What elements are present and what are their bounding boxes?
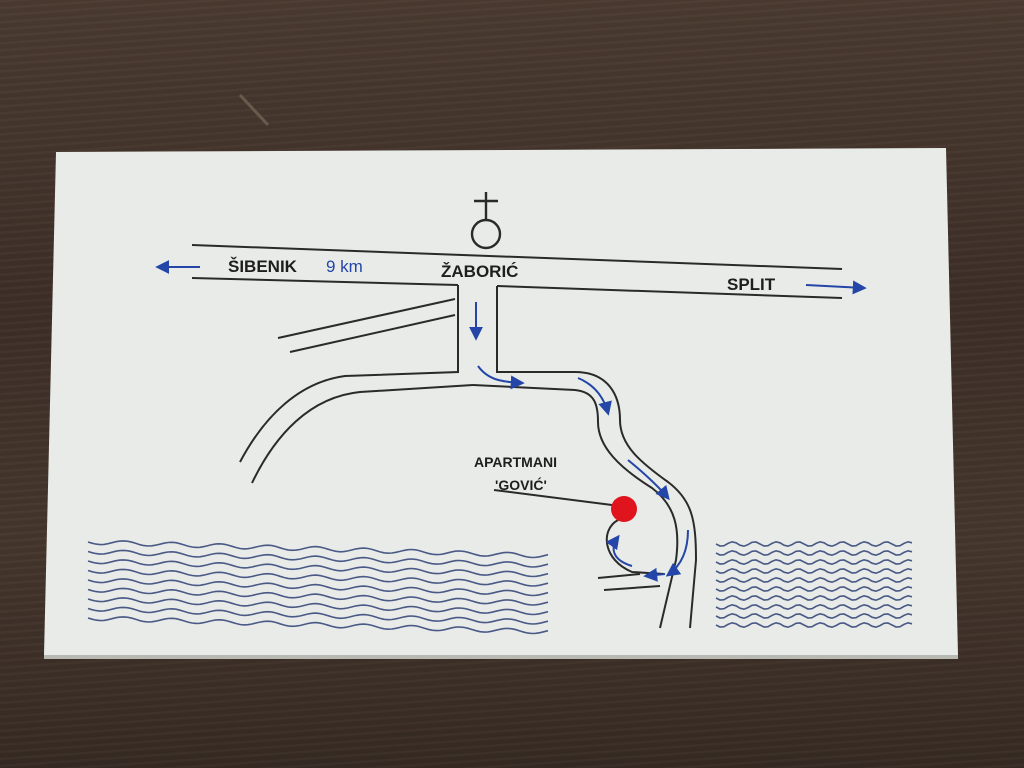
sea-wave-line	[87, 616, 549, 635]
side-road	[277, 298, 456, 353]
card-edge-shadow	[44, 655, 958, 659]
route-arrow	[577, 377, 612, 416]
route-arrow	[627, 459, 670, 501]
sea-wave-line	[715, 549, 913, 557]
route-arrow	[477, 365, 525, 390]
route-arrow	[805, 280, 867, 295]
center-town-label: ŽABORIĆ	[441, 262, 518, 281]
sea-wave-line	[87, 559, 549, 578]
sea-wave-line	[715, 612, 913, 620]
left-distance-label: 9 km	[326, 257, 363, 276]
winding-road	[239, 285, 698, 629]
sea-wave-line	[715, 603, 913, 611]
card-body	[44, 148, 958, 655]
sea-wave-line	[715, 558, 913, 566]
sea-wave-line	[87, 549, 549, 568]
sea-wave-line	[715, 594, 913, 602]
sea-waves-left	[87, 540, 549, 635]
route-arrows	[155, 260, 867, 582]
destination-name-line2: 'GOVIĆ'	[495, 476, 547, 493]
sea-wave-line	[87, 568, 549, 587]
church-cross-icon	[470, 192, 502, 250]
main-highway	[191, 244, 843, 299]
route-arrow	[605, 534, 633, 567]
sea-wave-line	[715, 540, 913, 548]
destination-name-line1: APARTMANI	[474, 454, 557, 470]
sea-wave-line	[715, 621, 913, 629]
sea-wave-line	[87, 606, 549, 625]
sea-wave-line	[87, 597, 549, 616]
sea-wave-line	[87, 578, 549, 597]
route-arrow	[643, 567, 666, 582]
right-city-label: SPLIT	[727, 275, 776, 294]
route-arrow	[665, 529, 689, 577]
sea-wave-line	[715, 576, 913, 584]
left-city-label: ŠIBENIK	[228, 257, 298, 276]
sea-wave-line	[715, 585, 913, 593]
sea-wave-line	[715, 567, 913, 575]
location-dot-icon	[611, 496, 637, 522]
destination-leader-line	[493, 489, 613, 506]
sea-waves-right	[715, 540, 913, 629]
sea-wave-line	[87, 587, 549, 606]
table-scratch	[238, 93, 270, 127]
sea-wave-line	[87, 540, 549, 559]
